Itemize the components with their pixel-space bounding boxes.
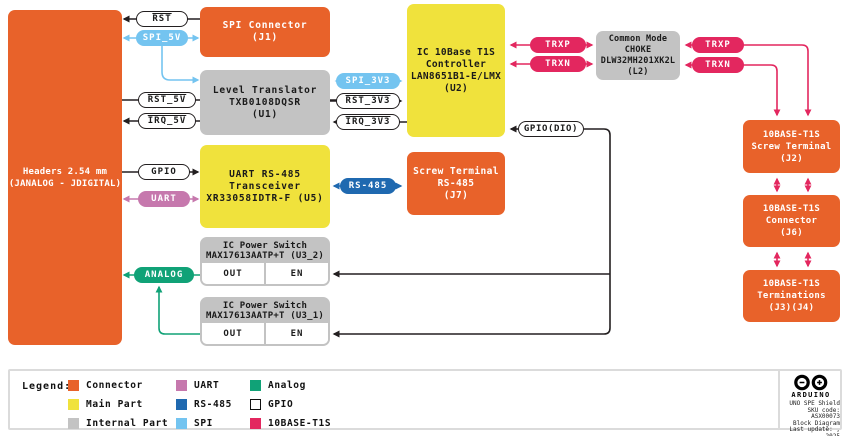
power-switch-u3-2-title: IC Power Switch MAX17613AATP+T (U3_2) <box>206 240 324 262</box>
legend-item-spi: SPI <box>176 417 213 429</box>
wire-trxn-right <box>684 61 781 117</box>
signal-pill-rst: RST <box>136 11 188 27</box>
legend-swatch-main-part <box>68 398 79 410</box>
signal-pill-gpio: GPIO <box>138 164 190 180</box>
block-t1s-controller-u2: IC 10Base T1S Controller LAN8651B1-E/LMX… <box>407 4 505 137</box>
stamp-line-updated: Last update: , 2025 <box>789 426 840 436</box>
block-uart-rs485-transceiver-u5: UART RS-485 Transceiver XR33058IDTR-F (U… <box>200 145 330 228</box>
block-t1s-screw-terminal-j2: 10BASE-T1S Screw Terminal (J2) <box>743 120 840 173</box>
signal-pill-trxp-left: TRXP <box>530 37 586 53</box>
block-power-switch-u3-2: IC Power Switch MAX17613AATP+T (U3_2) OU… <box>200 237 330 286</box>
legend-box: Legend: Connector Main Part Internal Par… <box>8 369 842 436</box>
wire-trxp-right <box>684 41 812 117</box>
power-switch-u3-1-out: OUT <box>202 323 264 344</box>
power-switch-u3-1-title: IC Power Switch MAX17613AATP+T (U3_1) <box>206 300 324 322</box>
legend-swatch-analog <box>250 379 261 391</box>
legend-swatch-10base-t1s <box>250 417 261 429</box>
legend-item-uart: UART <box>176 379 219 391</box>
wire-analog-out1 <box>155 285 202 335</box>
signal-pill-spi-5v: SPI_5V <box>136 30 188 46</box>
wire-gpio-dio-route <box>332 128 611 338</box>
legend-footer-divider <box>778 371 780 428</box>
signal-pill-gpio-dio: GPIO(DIO) <box>518 121 584 137</box>
block-t1s-connector-j6: 10BASE-T1S Connector (J6) <box>743 195 840 247</box>
stamp-lines: UNO SPE Shield SKU code: ASX00073 Block … <box>782 400 840 436</box>
signal-pill-rst-3v3: RST_3V3 <box>336 93 400 109</box>
legend-swatch-uart <box>176 379 187 391</box>
arduino-brand-text: ARDUINO <box>791 391 831 399</box>
legend-item-10base-t1s: 10BASE-T1S <box>250 417 331 429</box>
signal-pill-uart: UART <box>138 191 190 207</box>
stamp-line-title: UNO SPE Shield <box>789 400 840 407</box>
block-t1s-terminations-j3-j4: 10BASE-T1S Terminations (J3)(J4) <box>743 270 840 322</box>
legend-item-internal-part: Internal Part <box>68 417 168 429</box>
signal-pill-analog: ANALOG <box>134 267 194 283</box>
power-switch-u3-2-en: EN <box>264 263 328 284</box>
arduino-logo-icon <box>794 374 828 391</box>
title-stamp: ARDUINO UNO SPE Shield SKU code: ASX0007… <box>782 373 840 436</box>
legend-item-rs485: RS-485 <box>176 398 232 410</box>
legend-item-main-part: Main Part <box>68 398 143 410</box>
signal-pill-spi-3v3: SPI_3V3 <box>336 73 400 89</box>
stamp-line-sku: SKU code: ASX00073 <box>807 406 840 421</box>
signal-pill-rst-5v: RST_5V <box>138 92 196 108</box>
signal-pill-trxp-right: TRXP <box>692 37 744 53</box>
block-level-translator-u1: Level Translator TXB0108DQSR (U1) <box>200 70 330 135</box>
stamp-line-type: Block Diagram <box>793 419 840 427</box>
legend-swatch-gpio <box>250 398 261 410</box>
wire-spi-5v-branch <box>161 46 200 84</box>
signal-pill-rs485: RS-485 <box>340 178 396 194</box>
legend-item-analog: Analog <box>250 379 306 391</box>
legend-item-gpio: GPIO <box>250 398 293 410</box>
legend-swatch-rs485 <box>176 398 187 410</box>
block-headers: Headers 2.54 mm (JANALOG - JDIGITAL) <box>8 10 122 345</box>
block-common-mode-choke-l2: Common Mode CHOKE DLW32MH201XK2L (L2) <box>596 31 680 80</box>
power-switch-u3-1-en: EN <box>264 323 328 344</box>
legend-swatch-spi <box>176 417 187 429</box>
signal-pill-irq-3v3: IRQ_3V3 <box>336 114 400 130</box>
block-power-switch-u3-1: IC Power Switch MAX17613AATP+T (U3_1) OU… <box>200 297 330 346</box>
signal-pill-trxn-left: TRXN <box>530 56 586 72</box>
power-switch-u3-2-out: OUT <box>202 263 264 284</box>
legend-title: Legend: <box>22 381 72 392</box>
signal-pill-irq-5v: IRQ_5V <box>138 113 196 129</box>
block-screw-terminal-rs485-j7: Screw Terminal RS-485 (J7) <box>407 152 505 215</box>
legend-swatch-internal-part <box>68 417 79 429</box>
legend-swatch-connector <box>68 379 79 391</box>
legend-item-connector: Connector <box>68 379 143 391</box>
block-spi-connector-j1: SPI Connector (J1) <box>200 7 330 57</box>
signal-pill-trxn-right: TRXN <box>692 57 744 73</box>
